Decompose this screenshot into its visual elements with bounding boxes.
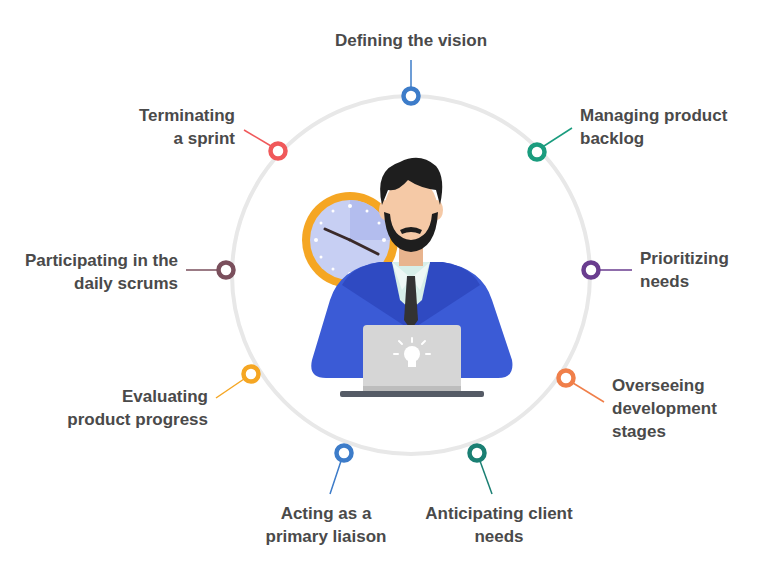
bulb-icon: [394, 338, 430, 367]
role-label: Overseeing development stages: [612, 374, 730, 443]
role-label: Terminating a sprint: [127, 104, 235, 150]
role-label: Prioritizing needs: [640, 247, 752, 293]
role-label: Acting as a primary liaison: [260, 502, 392, 548]
man-figure: [311, 158, 512, 397]
role-label: Managing product backlog: [580, 104, 748, 150]
leader-lines: [186, 60, 632, 494]
ring-dots: [219, 89, 599, 461]
ring: [232, 96, 590, 454]
role-label: Evaluating product progress: [63, 385, 208, 431]
role-label: Participating in the daily scrums: [18, 249, 178, 295]
role-label: Defining the vision: [335, 29, 487, 52]
role-label: Anticipating client needs: [422, 502, 577, 548]
